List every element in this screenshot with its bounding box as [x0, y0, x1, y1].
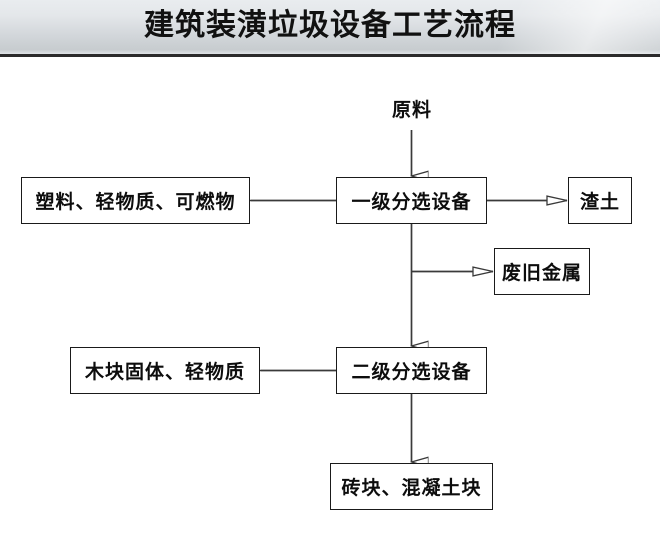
- title-bar: 建筑装潢垃圾设备工艺流程: [0, 0, 660, 57]
- flowchart-canvas: 原料 一级分选设备 塑料、轻物质、可燃物 渣土 废旧金属 二级分选设备 木块固体…: [0, 57, 660, 544]
- node-secondary-equipment[interactable]: 二级分选设备: [336, 347, 487, 394]
- flowchart-connectors: [230, 130, 568, 544]
- node-slag-output[interactable]: 渣土: [568, 177, 632, 224]
- node-plastics-output[interactable]: 塑料、轻物质、可燃物: [21, 177, 250, 224]
- node-scrap-metal-output[interactable]: 废旧金属: [494, 248, 590, 295]
- page-title: 建筑装潢垃圾设备工艺流程: [144, 8, 516, 43]
- node-brick-output[interactable]: 砖块、混凝土块: [330, 463, 493, 510]
- input-material-label: 原料: [391, 99, 432, 121]
- node-wood-output[interactable]: 木块固体、轻物质: [70, 347, 260, 394]
- node-primary-equipment[interactable]: 一级分选设备: [336, 177, 487, 224]
